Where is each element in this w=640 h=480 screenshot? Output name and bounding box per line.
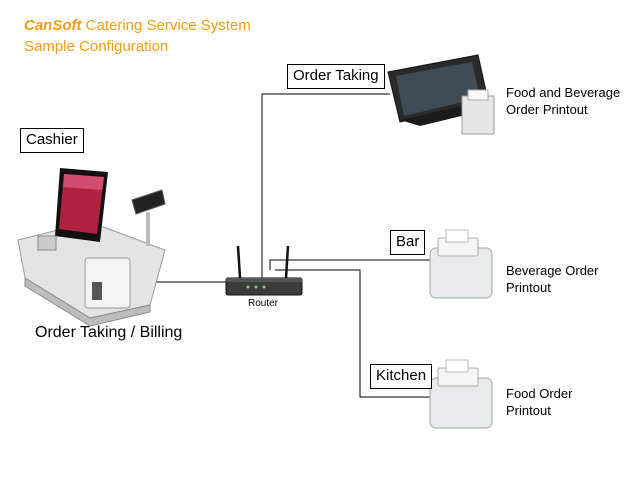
touchscreen-terminal-icon	[387, 54, 495, 135]
caption-line: Order Printout	[506, 102, 588, 117]
kitchen-label: Kitchen	[370, 364, 433, 389]
pos-terminal-icon	[17, 168, 166, 327]
diagram-subtitle: Sample Configuration	[24, 38, 169, 55]
beverage-printout-label: Beverage Order Printout	[506, 262, 599, 296]
connection-lines	[148, 93, 430, 398]
link-router-order-taking	[261, 93, 390, 278]
caption-line: Food and Beverage	[506, 85, 621, 100]
link-router-bar	[269, 259, 430, 270]
receipt-printer-icon	[429, 229, 493, 299]
caption-line: Food Order	[506, 386, 573, 401]
receipt-printer-icon	[429, 359, 493, 429]
router-label: Router	[248, 298, 279, 309]
title-rest: Catering Service System	[81, 17, 251, 34]
link-router-kitchen	[275, 269, 430, 398]
caption-line: Printout	[506, 403, 551, 418]
caption-line: Beverage Order	[506, 263, 599, 278]
bar-label: Bar	[390, 230, 426, 255]
router-icon	[225, 245, 303, 296]
cashier-label: Cashier	[20, 128, 84, 153]
caption-line: Printout	[506, 280, 551, 295]
billing-caption: Order Taking / Billing	[35, 324, 183, 341]
food-beverage-printout-label: Food and Beverage Order Printout	[506, 84, 620, 118]
food-printout-label: Food Order Printout	[506, 385, 572, 419]
order-taking-label: Order Taking	[287, 64, 385, 89]
diagram-title: CanSoft Catering Service System	[24, 16, 251, 36]
brand-name: CanSoft	[24, 17, 82, 34]
